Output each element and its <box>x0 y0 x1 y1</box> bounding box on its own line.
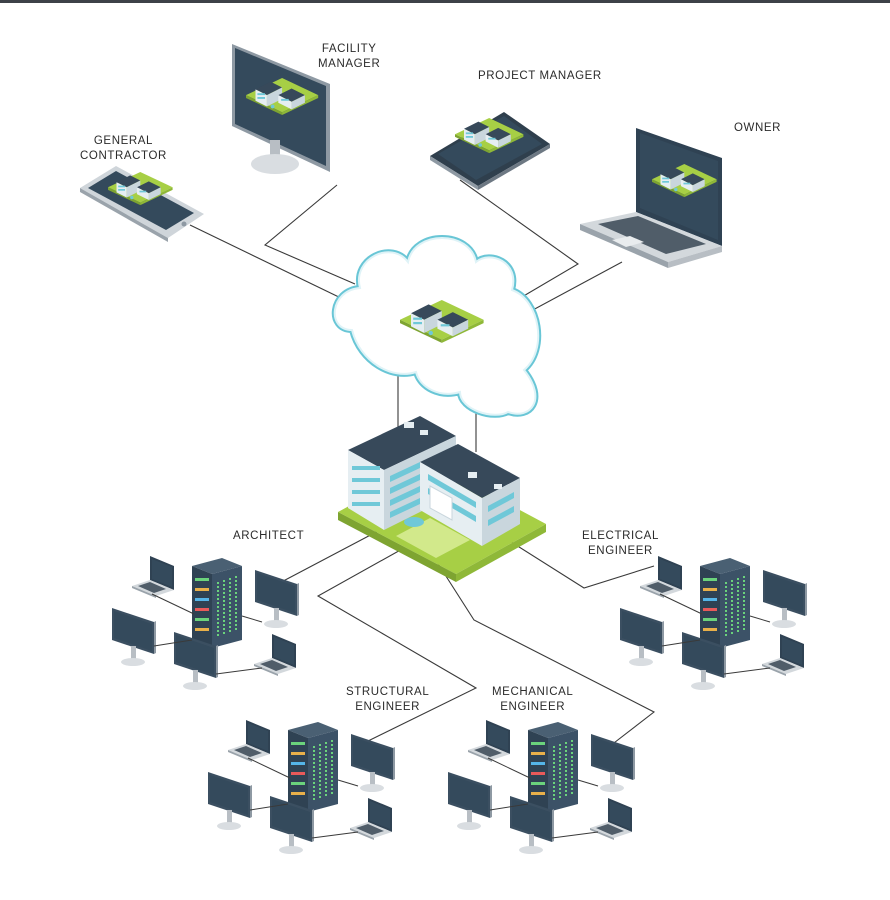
architect-cluster <box>112 556 299 690</box>
facility-manager-monitor <box>232 44 330 174</box>
architect-label: ARCHITECT <box>233 530 305 542</box>
project-manager-label: PROJECT MANAGER <box>478 70 602 82</box>
project-manager-tablet <box>430 112 550 190</box>
central-building <box>338 416 546 582</box>
top-border <box>0 0 890 3</box>
mechanical-engineer-cluster <box>448 720 635 854</box>
electrical-engineer-cluster <box>620 556 807 690</box>
cloud <box>331 235 542 418</box>
structural-engineer-cluster <box>208 720 395 854</box>
owner-label: OWNER <box>734 122 782 134</box>
owner-laptop <box>580 128 722 268</box>
general-contractor-tablet <box>80 166 204 242</box>
